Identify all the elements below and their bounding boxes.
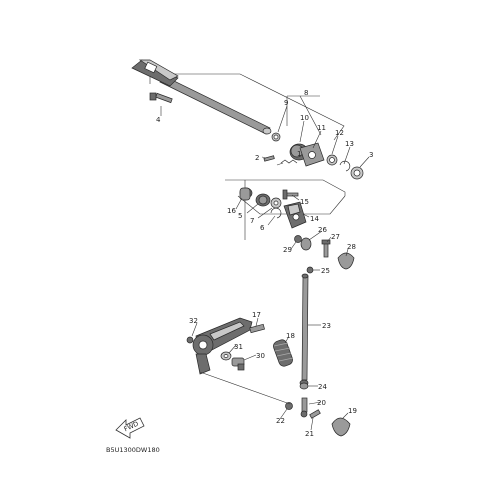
callout-19: 19 — [348, 407, 357, 415]
callout-24: 24 — [318, 383, 327, 391]
callout-25: 25 — [321, 267, 330, 275]
front-arrow-icon: FWD — [115, 417, 145, 439]
callout-1: 1 — [297, 150, 301, 158]
middle-components — [239, 187, 355, 274]
callout-7: 7 — [250, 217, 254, 225]
callout-27: 27 — [331, 233, 340, 241]
callout-13: 13 — [345, 140, 354, 148]
shift-pedal — [186, 317, 294, 375]
callout-8: 8 — [304, 89, 308, 97]
upper-components — [263, 132, 364, 180]
callout-labels: 1 2 3 4 5 6 7 8 9 10 11 12 13 14 15 16 1… — [156, 89, 373, 438]
callout-2: 2 — [255, 154, 259, 162]
callout-16: 16 — [227, 207, 236, 215]
callout-11: 11 — [317, 124, 326, 132]
callout-14: 14 — [310, 215, 319, 223]
shift-shaft — [131, 59, 272, 135]
diagram-code: B5U1300DW180 — [106, 446, 160, 454]
callout-10: 10 — [300, 114, 309, 122]
callout-26: 26 — [318, 226, 327, 234]
callout-31: 31 — [234, 343, 243, 351]
callout-23: 23 — [322, 322, 331, 330]
callout-20: 20 — [317, 399, 326, 407]
callout-17: 17 — [252, 311, 261, 319]
callout-3: 3 — [369, 151, 373, 159]
callout-15: 15 — [300, 198, 309, 206]
callout-21: 21 — [305, 430, 314, 438]
callout-30: 30 — [256, 352, 265, 360]
callout-29: 29 — [283, 246, 292, 254]
callout-5: 5 — [238, 212, 242, 220]
callout-12: 12 — [335, 129, 344, 137]
shift-rod — [299, 273, 309, 387]
callout-9: 9 — [284, 99, 288, 107]
callout-32: 32 — [189, 317, 198, 325]
callout-22: 22 — [276, 417, 285, 425]
callout-4: 4 — [156, 116, 161, 124]
callout-6: 6 — [260, 224, 265, 232]
callout-18: 18 — [286, 332, 295, 340]
lower-small-parts — [285, 382, 351, 437]
leader-lines — [160, 105, 370, 431]
callout-28: 28 — [347, 243, 356, 251]
